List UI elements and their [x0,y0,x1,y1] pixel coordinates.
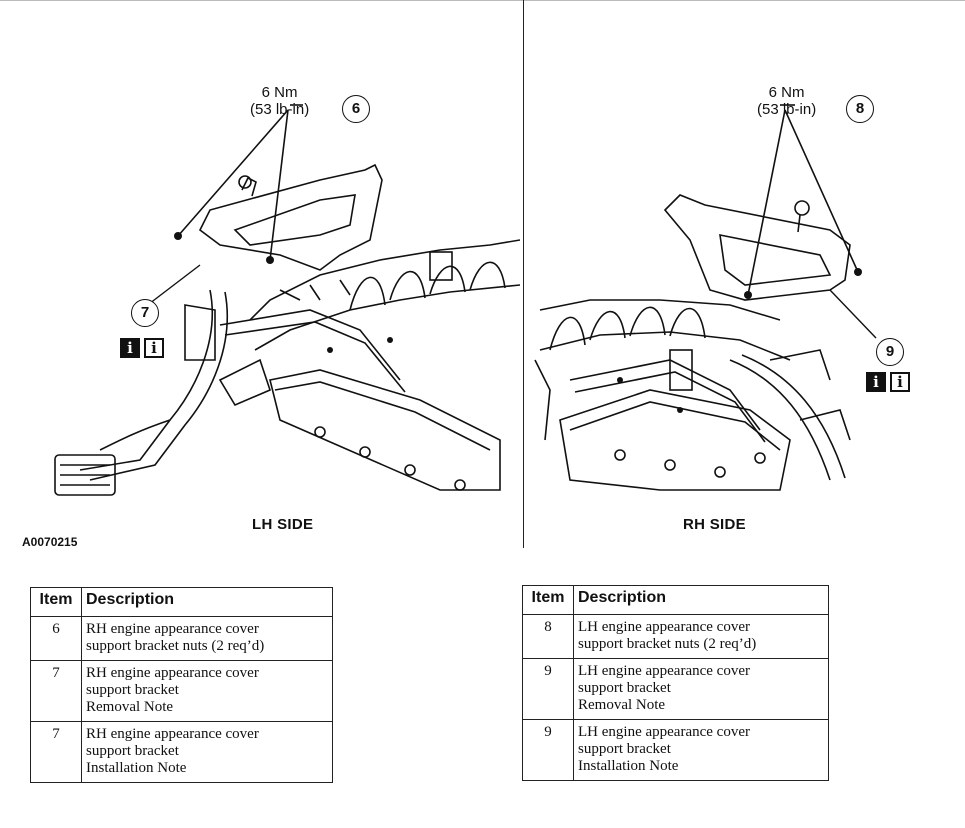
installation-note-link[interactable]: Installation Note [86,760,187,776]
lh-engine-illustration [20,60,520,500]
table-header-row: Item Description [30,587,333,617]
rh-torque-spec: 6 Nm (53 lb-in) [757,84,816,118]
lh-torque-spec: 6 Nm (53 lb-in) [250,84,309,118]
table-header-row: Item Description [522,585,829,615]
item-number: 7 [30,721,82,783]
rh-info-icons: i i [866,372,910,392]
item-number: 9 [522,658,574,720]
torque-lbin: (53 lb-in) [250,101,310,118]
description-line: support bracket [578,741,671,757]
description-line: LH engine appearance cover [578,663,750,679]
item-description: LH engine appearance cover support brack… [573,658,829,720]
figure-id: A0070215 [22,535,78,549]
removal-note-link[interactable]: Removal Note [86,699,174,715]
removal-note-link[interactable]: Removal Note [578,697,666,713]
table-row: 9 LH engine appearance cover support bra… [522,658,829,720]
info-removal-icon[interactable]: i [120,338,140,358]
callout-9: 9 [876,338,904,366]
info-installation-icon[interactable]: i [144,338,164,358]
info-installation-icon[interactable]: i [890,372,910,392]
description-line: RH engine appearance cover [86,665,259,681]
lh-side-label: LH SIDE [252,516,314,533]
description-header: Description [573,585,829,615]
item-number: 9 [522,719,574,781]
item-number: 6 [30,616,82,661]
torque-nm: 6 Nm [261,84,298,101]
item-number: 7 [30,660,82,722]
item-header: Item [30,587,82,617]
torque-nm: 6 Nm [768,84,805,101]
description-line: LH engine appearance cover [578,619,750,635]
table-row: 7 RH engine appearance cover support bra… [30,660,333,722]
callout-6: 6 [342,95,370,123]
info-removal-icon[interactable]: i [866,372,886,392]
installation-note-link[interactable]: Installation Note [578,758,679,774]
description-line: support bracket [86,743,179,759]
description-header: Description [81,587,333,617]
table-row: 6 RH engine appearance cover support bra… [30,616,333,661]
description-line: RH engine appearance cover [86,621,259,637]
item-description: RH engine appearance cover support brack… [81,721,333,783]
table-row: 7 RH engine appearance cover support bra… [30,721,333,783]
torque-lbin: (53 lb-in) [757,101,817,118]
description-line: support bracket nuts (2 req’d) [578,636,757,652]
item-description: LH engine appearance cover support brack… [573,719,829,781]
rh-engine-illustration [530,60,960,500]
description-line: LH engine appearance cover [578,724,750,740]
description-line: support bracket nuts (2 req’d) [86,638,265,654]
description-line: support bracket [86,682,179,698]
figure-divider [523,0,524,548]
table-row: 9 LH engine appearance cover support bra… [522,719,829,781]
item-description: LH engine appearance cover support brack… [573,614,829,659]
item-number: 8 [522,614,574,659]
description-line: RH engine appearance cover [86,726,259,742]
item-description: RH engine appearance cover support brack… [81,660,333,722]
top-rule [0,0,965,1]
callout-8: 8 [846,95,874,123]
item-header: Item [522,585,574,615]
rh-side-label: RH SIDE [683,516,746,533]
table-row: 8 LH engine appearance cover support bra… [522,614,829,659]
lh-items-table: Item Description 6 RH engine appearance … [30,587,333,783]
rh-items-table: Item Description 8 LH engine appearance … [522,585,829,781]
lh-info-icons: i i [120,338,164,358]
description-line: support bracket [578,680,671,696]
item-description: RH engine appearance cover support brack… [81,616,333,661]
callout-7: 7 [131,299,159,327]
